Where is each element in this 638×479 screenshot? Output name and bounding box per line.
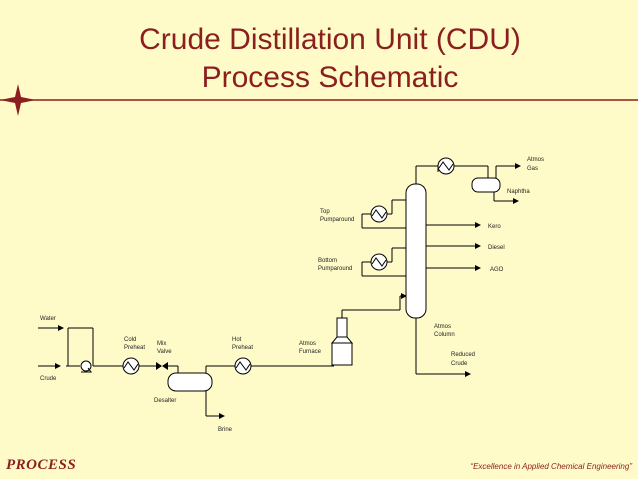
- valve-to-desalter-line: [168, 365, 179, 373]
- bottom-pumparound-line: [361, 247, 406, 277]
- atmos-furnace-label-2: Furnace: [299, 349, 322, 355]
- mix-valve-label-2: Valve: [157, 349, 172, 355]
- bottom-pumparound-label-1: Bottom: [318, 258, 337, 264]
- hot-preheat-exchanger-icon: [234, 357, 252, 375]
- top-pumparound-label-1: Top: [320, 209, 330, 215]
- atmos-furnace-label-1: Atmos: [299, 341, 316, 347]
- atmos-gas-line: [495, 163, 521, 178]
- reflux-drum-icon: [471, 177, 501, 193]
- cold-preheat-exchanger-icon: [122, 357, 140, 375]
- reduced-crude-label-2: Crude: [451, 361, 468, 367]
- atmos-furnace-icon: [330, 317, 354, 366]
- atmos-column-label-2: Column: [434, 332, 455, 338]
- footer-tagline: “Excellence in Applied Chemical Engineer…: [470, 462, 632, 471]
- atmos-column-icon: [405, 183, 427, 319]
- cold-preheat-label-2: Preheat: [124, 345, 145, 351]
- title-line-2: Process Schematic: [201, 61, 459, 94]
- divider-line: [0, 84, 638, 116]
- atmos-column-label-1: Atmos: [434, 324, 451, 330]
- top-pumparound-line: [361, 199, 406, 229]
- reduced-crude-line: [415, 318, 471, 377]
- pump-icon: [80, 360, 92, 373]
- brine-label: Brine: [218, 427, 233, 433]
- water-label: Water: [40, 316, 56, 322]
- kero-label: Kero: [488, 224, 501, 230]
- mix-valve-icon: [156, 362, 168, 370]
- brine-line: [205, 391, 225, 419]
- cold-preheat-label-1: Cold: [124, 337, 136, 343]
- diesel-label: Diesel: [488, 245, 505, 251]
- hot-preheat-label-2: Preheat: [232, 345, 253, 351]
- mix-valve-label-1: Mix: [157, 341, 166, 347]
- crude-label: Crude: [40, 376, 57, 382]
- naphtha-label: Naphtha: [507, 189, 530, 195]
- atmos-gas-label-2: Gas: [527, 166, 538, 172]
- atmos-gas-label-1: Atmos: [527, 157, 544, 163]
- bottom-pumparound-label-2: Pumparound: [318, 266, 352, 272]
- naphtha-line: [493, 192, 519, 204]
- desalter-vessel-icon: [167, 372, 213, 392]
- top-pumparound-exchanger-icon: [370, 205, 388, 223]
- furnace-to-column-line: [341, 293, 407, 318]
- desalter-outlet-line: [205, 365, 334, 373]
- desalter-label: Desalter: [154, 398, 176, 404]
- bottom-pumparound-exchanger-icon: [370, 253, 388, 271]
- ago-label: AGO: [490, 267, 504, 273]
- top-pumparound-label-2: Pumparound: [320, 217, 354, 223]
- reduced-crude-label-1: Reduced: [451, 352, 475, 358]
- hot-preheat-label-1: Hot: [232, 337, 242, 343]
- condenser-icon: [437, 157, 455, 175]
- water-feed-line: [38, 325, 94, 366]
- overhead-line: [415, 165, 489, 184]
- footer-logo-text: PROCESS: [6, 457, 77, 473]
- title-line-1: Crude Distillation Unit (CDU): [139, 23, 521, 56]
- star-icon: [0, 84, 36, 116]
